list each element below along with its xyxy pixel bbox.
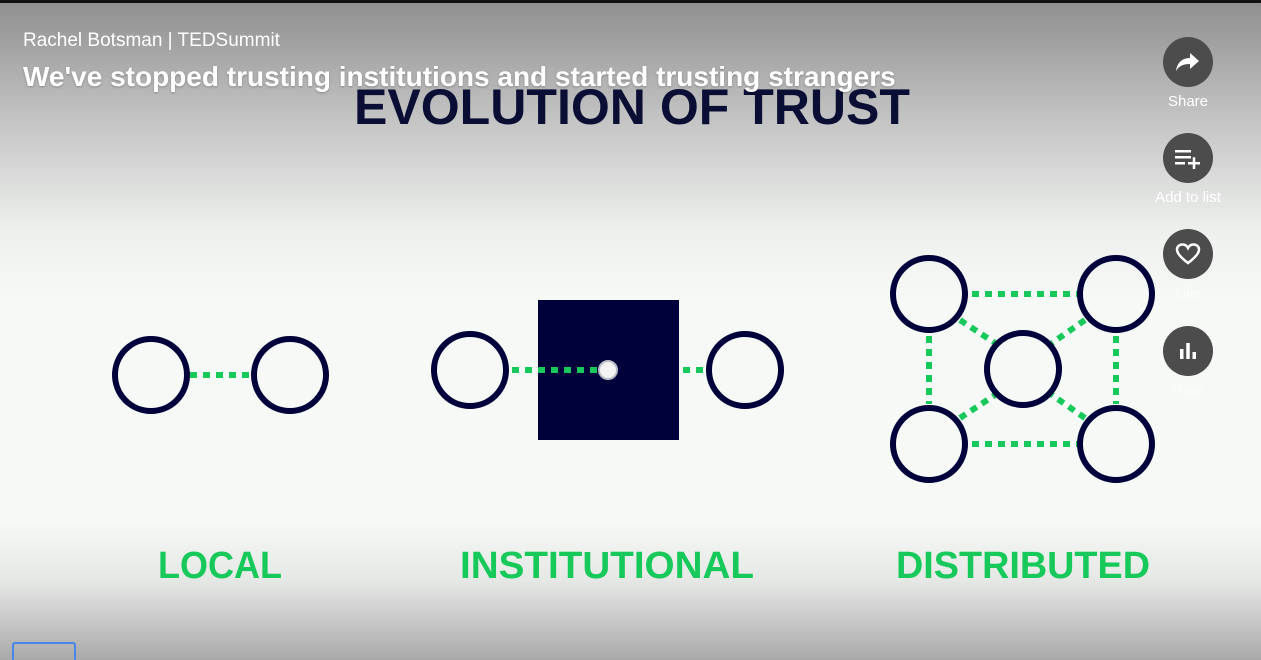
add-to-list-icon	[1163, 133, 1213, 183]
institutional-diagram	[431, 300, 784, 440]
heart-icon	[1163, 229, 1213, 279]
speaker-event: Rachel Botsman | TEDSummit	[23, 30, 280, 51]
label-institutional: INSTITUTIONAL	[460, 545, 754, 587]
distributed-node-top-left	[890, 255, 968, 333]
institutional-node-left	[431, 331, 509, 409]
top-border	[0, 0, 1261, 3]
distributed-link-diag-tr	[1050, 317, 1087, 346]
distributed-link-diag-bl	[958, 392, 997, 421]
talk-title: We've stopped trusting institutions and …	[23, 61, 896, 92]
distributed-node-bottom-left	[890, 405, 968, 483]
stats-icon	[1163, 326, 1213, 376]
like-label: Like	[1174, 285, 1202, 302]
slide-heading: EVOLUTION OF TRUST	[354, 79, 910, 135]
distributed-diagram	[890, 255, 1155, 483]
distributed-node-top-right	[1077, 255, 1155, 333]
like-button[interactable]: Like	[1150, 229, 1226, 303]
distributed-link-diag-br	[1050, 392, 1087, 421]
distributed-node-center	[984, 330, 1062, 408]
focus-outline	[12, 642, 76, 660]
local-node-left	[112, 336, 190, 414]
share-button[interactable]: Share	[1150, 37, 1226, 111]
local-node-right	[251, 336, 329, 414]
label-distributed: DISTRIBUTED	[896, 545, 1150, 587]
institution-hub-dot	[598, 360, 618, 380]
add-to-list-button[interactable]: Add to list	[1150, 133, 1226, 207]
distributed-node-bottom-right	[1077, 405, 1155, 483]
institutional-node-right	[706, 331, 784, 409]
distributed-link-diag-tl	[958, 317, 997, 346]
rate-label: Rate	[1172, 382, 1204, 399]
share-label: Share	[1167, 93, 1209, 110]
label-local: LOCAL	[158, 545, 282, 587]
share-icon	[1163, 37, 1213, 87]
local-diagram	[112, 336, 329, 414]
add-to-list-label: Add to list	[1155, 189, 1221, 206]
rate-button[interactable]: Rate	[1150, 326, 1226, 400]
